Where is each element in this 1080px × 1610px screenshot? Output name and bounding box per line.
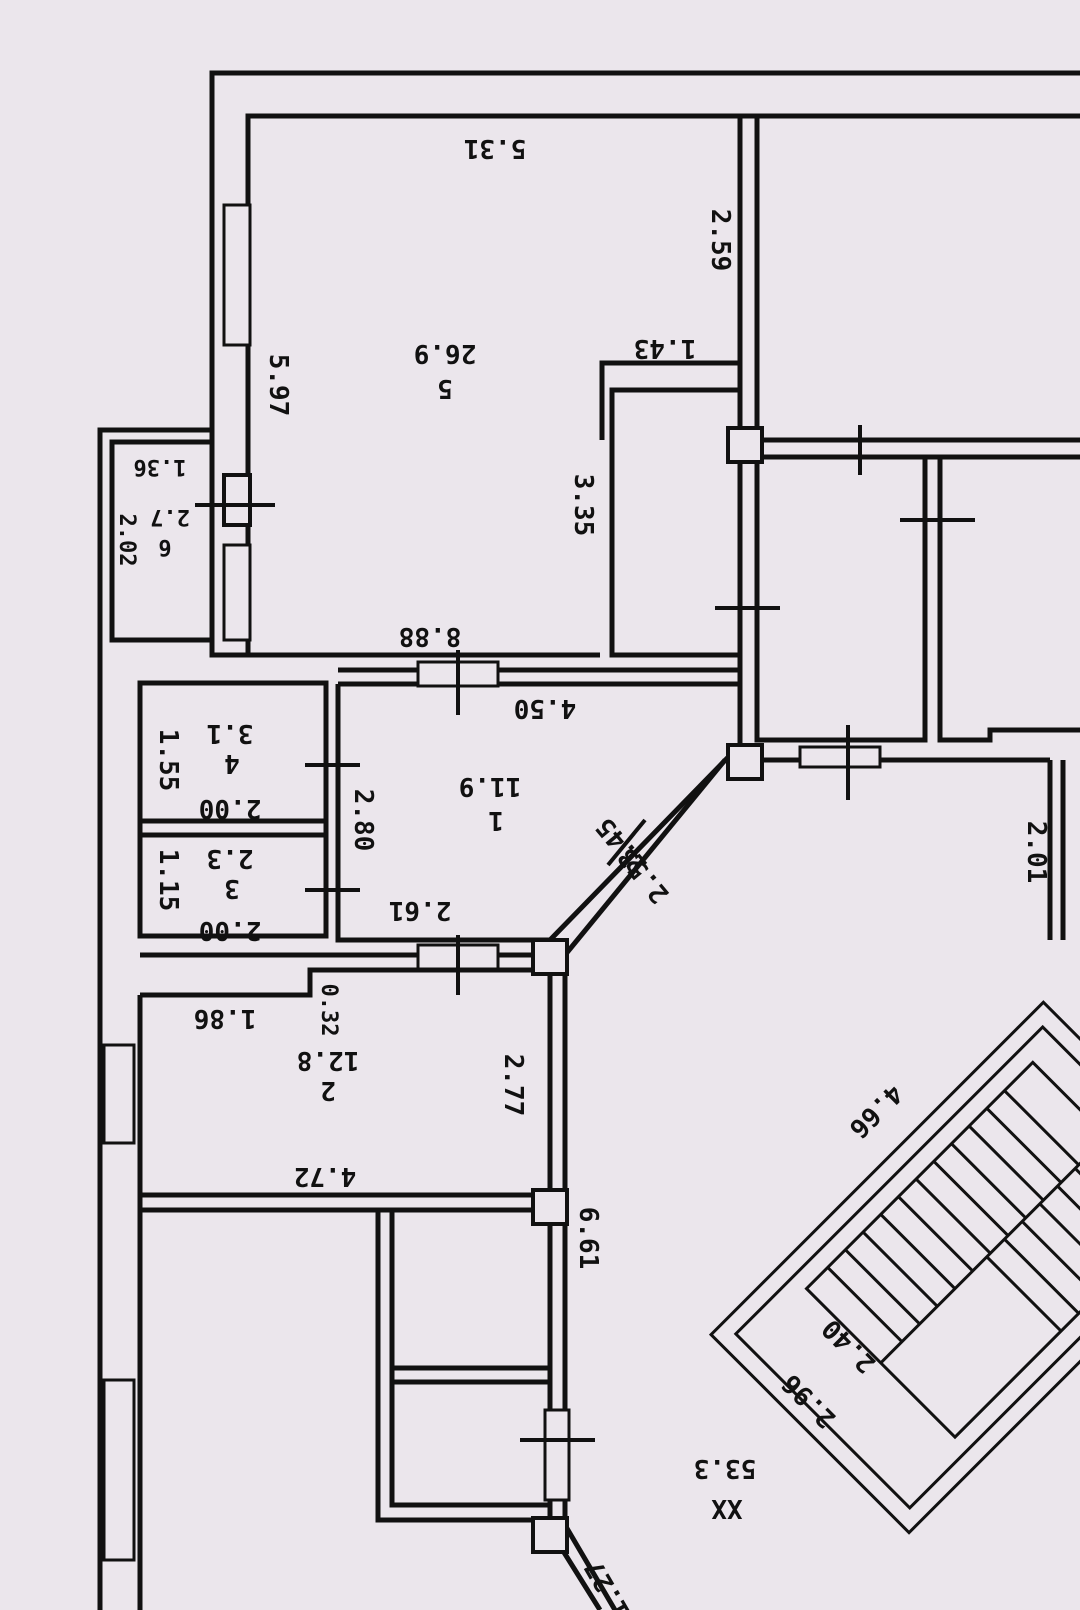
room-1: 4.50 2.80 2.61 2.45 11.9 1 bbox=[348, 693, 653, 925]
room-3-dim-bottom: 2.00 bbox=[199, 915, 262, 945]
room-1-dim-top: 4.50 bbox=[514, 693, 577, 723]
room-6-dim-top: 1.36 bbox=[134, 454, 187, 479]
room-2: 1.86 0.32 2.77 4.72 12.8 2 bbox=[194, 984, 528, 1191]
room-5-area: 26.9 bbox=[414, 338, 477, 368]
room-6-dim-side: 2.02 bbox=[114, 514, 139, 567]
room-5: 5.31 5.97 3.35 2.59 1.43 8.88 5 26.9 bbox=[263, 133, 735, 651]
room-5-number: 5 bbox=[437, 373, 453, 403]
room-6-area: 2.7 bbox=[150, 504, 190, 529]
room-2-dim-right: 2.77 bbox=[498, 1054, 528, 1117]
room-xx-dim-right: 2.01 bbox=[1021, 821, 1051, 884]
walls bbox=[97, 70, 1080, 1610]
room-xx: 2.53 2.01 6.61 4.66 2.40 2.96 1.27 53.3 … bbox=[573, 821, 1051, 1610]
room-6: 1.36 2.02 6 2.7 bbox=[114, 454, 190, 566]
room-5-dim-bottom: 8.88 bbox=[399, 621, 462, 651]
room-4-number: 4 bbox=[224, 748, 240, 778]
windows bbox=[102, 203, 882, 1562]
room-3-area: 2.3 bbox=[207, 843, 254, 873]
door-marks bbox=[195, 425, 975, 1442]
room-4-dim-bottom: 2.00 bbox=[199, 793, 262, 823]
room-4-area: 3.1 bbox=[207, 718, 254, 748]
room-5-dim-left: 5.97 bbox=[263, 354, 293, 417]
room-2-dim-bottom: 4.72 bbox=[294, 1161, 357, 1191]
room-xx-number: XX bbox=[711, 1493, 743, 1523]
room-xx-dim-stair-inner: 2.40 bbox=[817, 1313, 882, 1378]
room-xx-area: 53.3 bbox=[694, 1453, 757, 1483]
room-xx-dim-stair-outer: 2.96 bbox=[777, 1368, 842, 1433]
room-1-area: 11.9 bbox=[459, 771, 522, 801]
room-3: 1.15 2.00 2.3 3 bbox=[153, 843, 261, 945]
room-5-dim-top: 5.31 bbox=[464, 133, 527, 163]
room-1-dim-left: 2.80 bbox=[348, 789, 378, 852]
room-3-number: 3 bbox=[224, 873, 240, 903]
room-2-number: 2 bbox=[320, 1075, 336, 1105]
room-5-dim-closet: 3.35 bbox=[568, 474, 598, 537]
room-xx-dim-wall: 6.61 bbox=[573, 1207, 603, 1270]
room-2-dim-offset: 0.32 bbox=[316, 984, 341, 1037]
room-xx-dim-stair-top: 4.66 bbox=[843, 1078, 908, 1143]
room-2-area: 12.8 bbox=[297, 1045, 360, 1075]
staircase bbox=[708, 1000, 1080, 1535]
room-6-number: 6 bbox=[158, 534, 171, 559]
room-1-number: 1 bbox=[488, 805, 504, 835]
room-4: 1.55 2.00 3.1 4 bbox=[153, 718, 261, 823]
room-5-dim-right: 2.59 bbox=[705, 209, 735, 272]
room-3-dim-side: 1.15 bbox=[153, 849, 183, 912]
columns bbox=[222, 426, 764, 1554]
room-1-dim-bottom: 2.61 bbox=[389, 895, 452, 925]
room-2-dim-top: 1.86 bbox=[194, 1003, 257, 1033]
room-5-dim-notch: 1.43 bbox=[634, 333, 697, 363]
room-4-dim-side: 1.55 bbox=[153, 729, 183, 792]
